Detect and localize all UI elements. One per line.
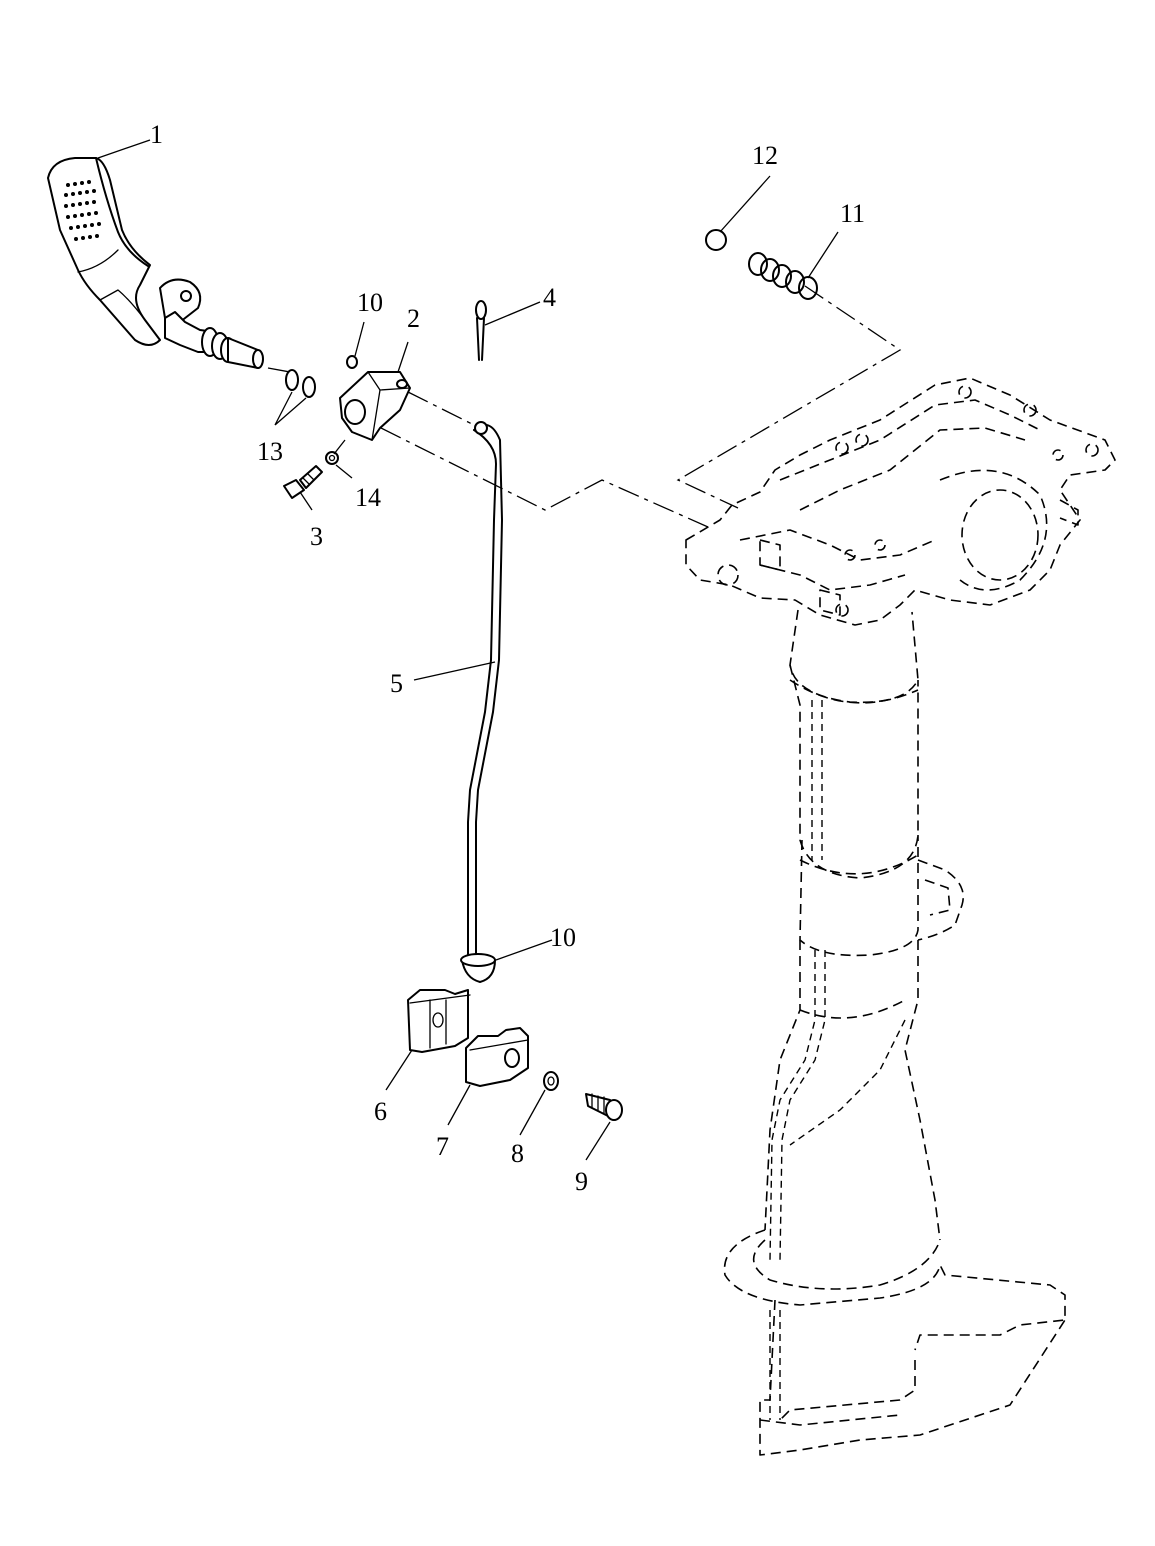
callout-12: 12: [752, 141, 778, 170]
callout-11: 11: [840, 199, 865, 228]
callout-10-upper: 10: [357, 288, 383, 317]
screw-3: [283, 465, 323, 499]
shift-rod: [460, 421, 503, 983]
callout-5: 5: [390, 669, 403, 698]
callout-2: 2: [407, 304, 420, 333]
washer-8: [543, 1071, 559, 1091]
detent-ball: [705, 229, 727, 251]
assembly-center-lines: [267, 285, 902, 528]
callout-10-lower: 10: [550, 923, 576, 952]
callout-6: 6: [374, 1097, 387, 1126]
callout-3: 3: [310, 522, 323, 551]
grip-dots: [64, 180, 101, 241]
leader-lines: [97, 139, 839, 1161]
screw-9: [585, 1093, 623, 1121]
callout-8: 8: [511, 1139, 524, 1168]
callout-labels: 1 12 11 4 10 2 13 14 3 5 10 6 7 8 9: [150, 120, 865, 1196]
clip-upper: [346, 355, 358, 369]
washer-14: [325, 451, 339, 465]
drive-shaft-housing: [685, 377, 1116, 1456]
o-ring-pair: [285, 369, 316, 398]
callout-14: 14: [355, 483, 381, 512]
rod-holder-7: [465, 1027, 529, 1087]
lever-clamp-block: [339, 371, 411, 441]
callout-1: 1: [150, 120, 163, 149]
rod-holder-6: [407, 989, 471, 1053]
callout-7: 7: [436, 1132, 449, 1161]
detent-spring: [748, 252, 818, 300]
callout-13: 13: [257, 437, 283, 466]
shift-lever-handle: [47, 157, 264, 369]
callout-9: 9: [575, 1167, 588, 1196]
cotter-pin: [475, 300, 487, 361]
callout-4: 4: [543, 283, 556, 312]
